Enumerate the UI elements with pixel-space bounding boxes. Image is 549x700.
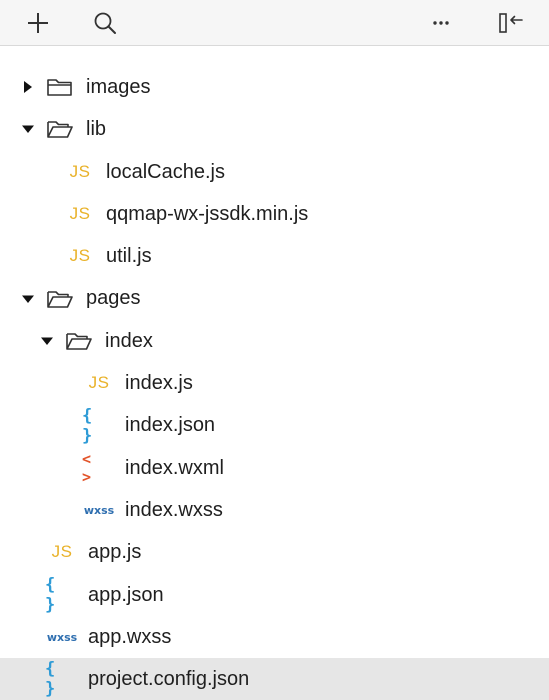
js-file-icon: JS xyxy=(69,161,91,181)
plus-icon xyxy=(27,12,49,34)
wxss-file-icon: wxss xyxy=(83,503,115,517)
tree-item-label: app.js xyxy=(88,541,142,564)
more-button[interactable] xyxy=(425,8,457,38)
folder-open-icon xyxy=(45,277,75,319)
tree-file-index-js[interactable]: JS index.js xyxy=(0,362,549,404)
collapse-panel-icon xyxy=(496,11,524,35)
folder-icon xyxy=(45,66,75,108)
tree-file-project-config-json[interactable]: { } project.config.json xyxy=(0,658,549,700)
folder-open-icon xyxy=(45,108,75,150)
tree-item-label: lib xyxy=(86,118,107,141)
tree-item-label: app.json xyxy=(88,583,164,606)
tree-item-label: index.wxss xyxy=(125,498,223,521)
json-file-icon: { } xyxy=(45,574,58,615)
tree-item-label: localCache.js xyxy=(106,160,225,183)
tree-item-label: index.js xyxy=(125,372,193,395)
add-file-button[interactable] xyxy=(22,8,54,38)
tree-file-util-js[interactable]: JS util.js xyxy=(0,235,549,277)
wxml-file-icon: < > xyxy=(82,449,95,486)
tree-file-app-js[interactable]: JS app.js xyxy=(0,531,549,573)
tree-file-index-wxml[interactable]: < > index.wxml xyxy=(0,447,549,489)
wxss-file-icon: wxss xyxy=(46,630,78,644)
tree-item-label: app.wxss xyxy=(88,625,172,648)
more-icon xyxy=(432,20,450,26)
json-file-icon: { } xyxy=(45,659,58,700)
tree-folder-pages[interactable]: pages xyxy=(0,277,549,319)
js-file-icon: JS xyxy=(69,204,91,224)
caret-down-icon[interactable] xyxy=(21,277,35,319)
tree-item-label: index.wxml xyxy=(125,456,224,479)
js-file-icon: JS xyxy=(51,542,73,562)
tree-file-app-wxss[interactable]: wxss app.wxss xyxy=(0,616,549,658)
caret-down-icon[interactable] xyxy=(40,320,54,362)
tree-item-label: index xyxy=(105,329,153,352)
tree-file-localCache-js[interactable]: JS localCache.js xyxy=(0,151,549,193)
tree-file-index-json[interactable]: { } index.json xyxy=(0,404,549,446)
explorer-toolbar xyxy=(0,0,549,46)
folder-open-icon xyxy=(64,320,94,362)
json-file-icon: { } xyxy=(82,405,95,446)
tree-item-label: util.js xyxy=(106,245,152,268)
tree-file-index-wxss[interactable]: wxss index.wxss xyxy=(0,489,549,531)
search-button[interactable] xyxy=(89,8,121,38)
js-file-icon: JS xyxy=(88,373,110,393)
tree-file-app-json[interactable]: { } app.json xyxy=(0,574,549,616)
tree-item-label: pages xyxy=(86,287,141,310)
search-icon xyxy=(93,11,117,35)
js-file-icon: JS xyxy=(69,246,91,266)
caret-down-icon[interactable] xyxy=(21,108,35,150)
tree-folder-images[interactable]: images xyxy=(0,66,549,108)
tree-file-qqmap-wx-jssdk-min-js[interactable]: JS qqmap-wx-jssdk.min.js xyxy=(0,193,549,235)
tree-item-label: project.config.json xyxy=(88,668,250,691)
collapse-panel-button[interactable] xyxy=(494,8,526,38)
tree-item-label: index.json xyxy=(125,414,216,437)
caret-right-icon[interactable] xyxy=(21,66,35,108)
tree-folder-index[interactable]: index xyxy=(0,320,549,362)
tree-item-label: qqmap-wx-jssdk.min.js xyxy=(106,202,309,225)
tree-item-label: images xyxy=(86,76,151,98)
tree-folder-lib[interactable]: lib xyxy=(0,108,549,150)
